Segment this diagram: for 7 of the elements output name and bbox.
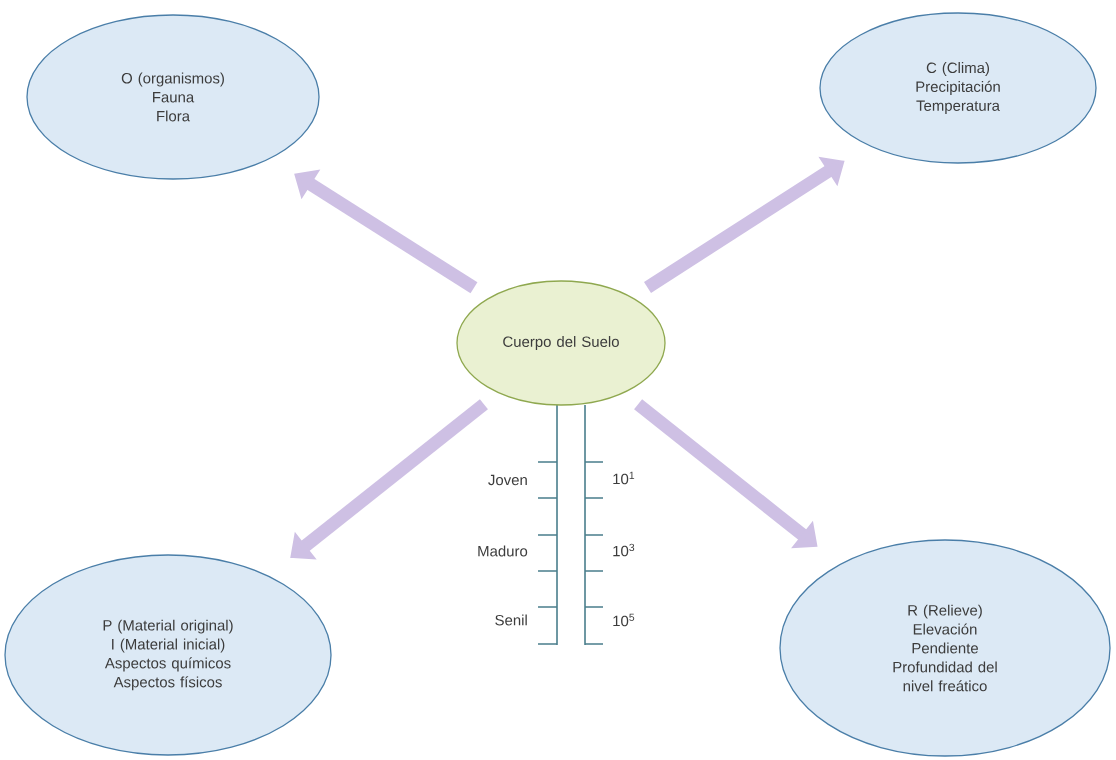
years-label: 10$^{5}$ <box>613 613 635 627</box>
scale-label: Senil <box>495 614 527 626</box>
scale-label: Maduro <box>478 545 528 557</box>
block-arrow <box>290 399 488 560</box>
scale-label: Joven <box>488 474 527 486</box>
years-label: 10$^{1}$ <box>613 471 635 485</box>
years-label: 10$^{3}$ <box>613 543 635 557</box>
